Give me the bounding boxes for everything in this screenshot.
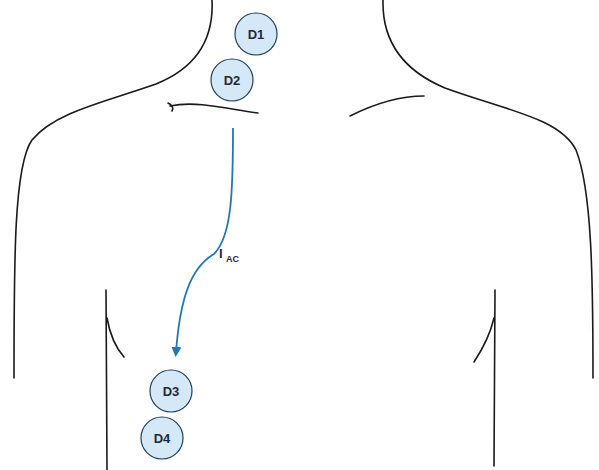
electrode-circle: D1	[234, 12, 278, 56]
right-collarbone	[350, 96, 424, 116]
current-symbol: I	[219, 246, 223, 261]
left-collarbone-tip	[168, 103, 173, 111]
right-armpit	[474, 290, 495, 466]
electrode-circle: D2	[210, 58, 254, 102]
left-body-outline	[14, 0, 212, 378]
electrode-label: D1	[248, 27, 265, 42]
left-collarbone	[170, 104, 258, 113]
right-body-outline	[383, 0, 593, 378]
current-subscript: AC	[226, 254, 239, 264]
current-arrow	[176, 128, 233, 352]
electrode-label: D4	[154, 431, 171, 446]
electrode-circle: D4	[140, 416, 184, 460]
electrode-label: D3	[163, 384, 180, 399]
electrode-label: D2	[224, 73, 241, 88]
electrode-circle: D3	[149, 369, 193, 413]
left-armpit	[106, 290, 124, 470]
